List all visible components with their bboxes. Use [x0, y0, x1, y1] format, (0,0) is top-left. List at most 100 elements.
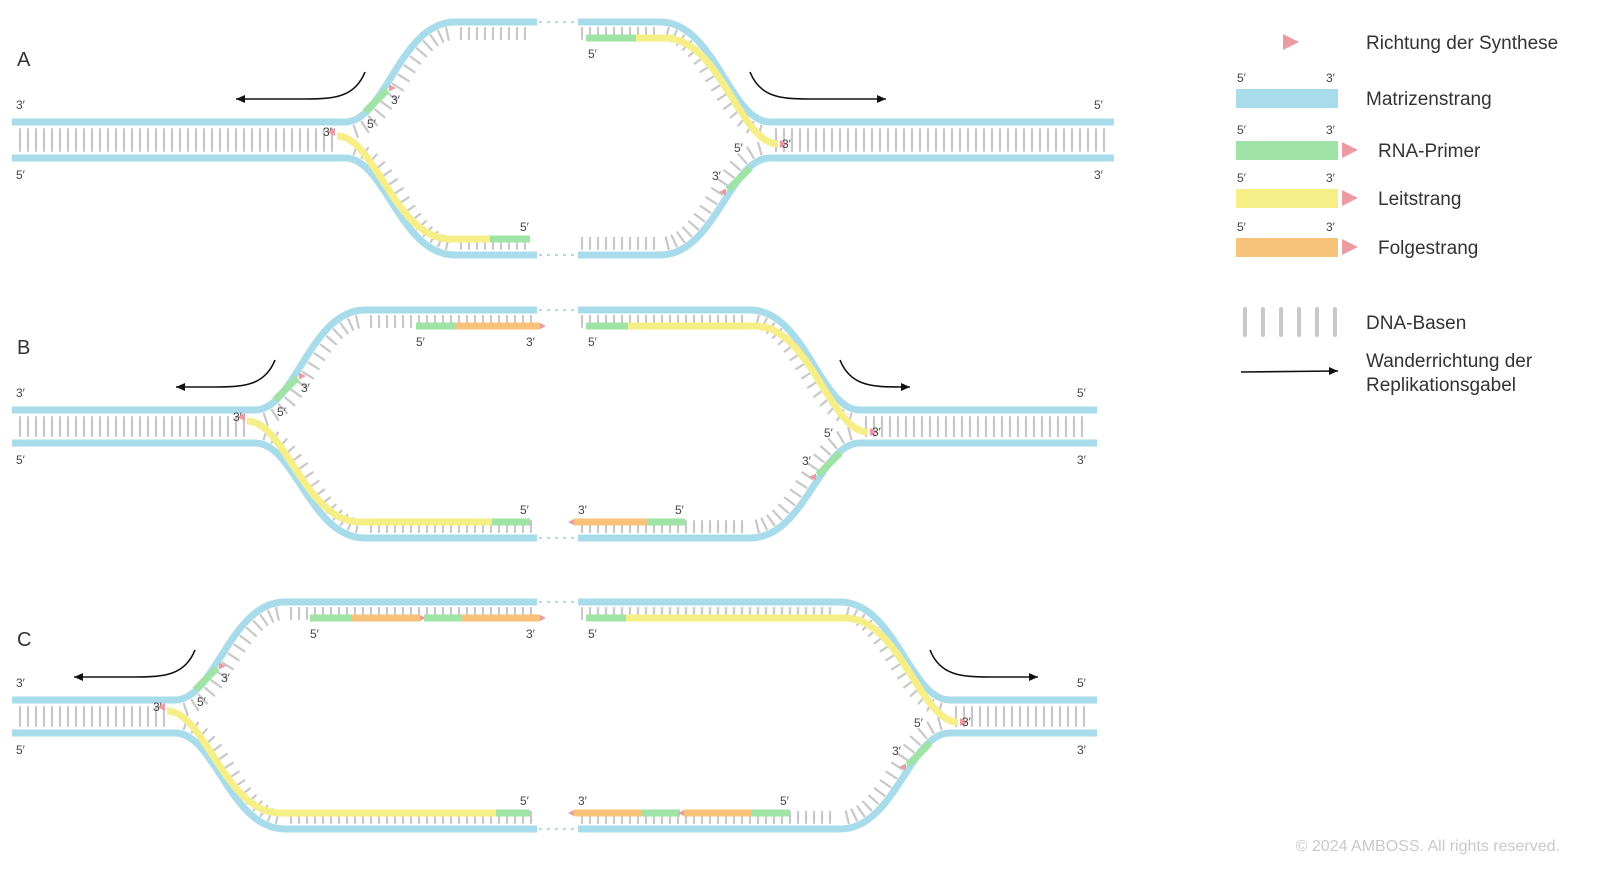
template-strand-bubble-top-right	[578, 306, 861, 414]
base-tick	[290, 388, 303, 398]
fork-arrow-head	[236, 95, 245, 103]
base-tick	[397, 73, 410, 83]
template-strand-bubble-bottom-left	[254, 439, 537, 542]
base-tick	[746, 146, 755, 159]
fork-arrow-shaft	[176, 359, 276, 388]
base-tick	[339, 322, 349, 335]
base-pairs-right	[864, 415, 1084, 438]
base-tick	[284, 396, 296, 407]
legend-3-end: 3′	[1326, 171, 1336, 185]
okazaki-top-3-end: 3′	[526, 627, 536, 641]
okazaki-bottom-3-end: 3′	[578, 503, 588, 517]
synthesis-arrowhead	[809, 473, 816, 481]
synthesis-arrowhead	[389, 84, 396, 92]
fork-arrow-shaft	[1240, 370, 1339, 373]
leading-strand-right	[636, 34, 779, 148]
base-tick	[301, 370, 315, 380]
legend-item: 5′3′Matrizenstrang	[1236, 71, 1492, 110]
synthesis-arrowhead-icon	[1342, 190, 1358, 206]
template-strand-bubble-top-right	[578, 598, 951, 704]
end-label-left-top: 3′	[16, 98, 26, 112]
base-tick	[856, 805, 866, 818]
base-tick	[403, 64, 416, 74]
base-tick	[757, 141, 763, 156]
base-tick	[262, 412, 269, 427]
end-label-right-top: 5′	[1077, 386, 1087, 400]
base-pairs-left	[18, 705, 166, 728]
synthesis-arrowhead	[157, 703, 165, 711]
okazaki-bottom-5-end: 5′	[675, 503, 685, 517]
bases-bubble-bottom-right	[580, 236, 656, 251]
base-tick	[325, 335, 338, 346]
bases-curve-bottom-right	[844, 716, 943, 825]
leading-left-5-end: 5′	[520, 220, 530, 234]
base-pairs-right	[774, 127, 1106, 153]
base-tick	[862, 800, 873, 812]
synthesis-arrowhead	[960, 718, 968, 726]
lagging-strand-icon	[1236, 238, 1338, 257]
synthesis-arrowhead-icon	[1342, 142, 1358, 158]
base-tick	[693, 213, 706, 223]
template-strand-bubble-top-right	[578, 18, 771, 126]
synthesis-arrowhead	[299, 372, 306, 380]
base-tick	[380, 100, 393, 110]
lagging-left-5-end: 5′	[367, 117, 377, 131]
base-tick	[670, 234, 678, 248]
base-tick	[355, 314, 360, 329]
end-label-left-bottom: 5′	[16, 453, 26, 467]
template-strand-bubble-bottom-left	[344, 154, 537, 259]
base-tick	[270, 408, 280, 422]
end-label-left-top: 3′	[16, 676, 26, 690]
base-tick	[239, 634, 252, 645]
base-tick	[847, 426, 853, 441]
base-pairs-left	[18, 415, 246, 438]
legend-label: DNA-Basen	[1366, 313, 1466, 334]
legend-item: 5′3′Leitstrang	[1236, 171, 1461, 210]
legend-label-line: RNA-Primer	[1378, 141, 1481, 162]
base-tick	[352, 124, 359, 139]
panel-b: B3′5′5′3′3′5′3′5′3′5′3′5′5′3′3′5′	[12, 306, 1097, 542]
synthesis-arrowhead	[870, 428, 878, 436]
base-tick	[295, 379, 309, 389]
base-tick	[737, 153, 748, 165]
lagging-left-5-end: 5′	[197, 695, 207, 709]
base-tick	[215, 670, 229, 680]
synthesis-arrowhead-icon	[1342, 239, 1358, 255]
base-tick	[245, 626, 258, 638]
base-tick	[252, 619, 263, 631]
base-tick	[766, 514, 776, 527]
template-strand-bubble-top-left	[254, 306, 537, 414]
fork-arrow-head	[1029, 673, 1038, 681]
legend: Richtung der Synthese 5′3′Matrizenstrang 5…	[1236, 33, 1558, 396]
base-tick	[415, 47, 428, 58]
fork-arrow-head	[1329, 367, 1338, 375]
lagging-left-3-end: 3′	[391, 93, 401, 107]
rna-primer-lagging-right	[905, 740, 933, 768]
base-tick	[879, 779, 892, 789]
base-tick	[204, 686, 216, 697]
base-tick	[723, 169, 735, 179]
fork-arrow-left	[236, 71, 366, 103]
base-tick	[360, 120, 370, 134]
panel-label: C	[17, 629, 31, 651]
base-tick	[903, 743, 915, 754]
base-tick	[681, 226, 693, 238]
base-tick	[850, 808, 858, 822]
base-tick	[182, 702, 189, 717]
synthesis-arrowhead	[780, 140, 788, 148]
leading-left-3-end: 3′	[233, 410, 243, 424]
end-label-left-bottom: 5′	[16, 168, 26, 182]
synthesis-arrowhead	[540, 323, 546, 329]
legend-3-end: 3′	[1326, 71, 1336, 85]
base-tick	[385, 91, 399, 101]
end-label-right-bottom: 3′	[1077, 453, 1087, 467]
panel-label: A	[17, 49, 31, 71]
fork-arrow-right	[929, 649, 1038, 681]
okazaki-top-3-end: 3′	[526, 335, 536, 349]
lagging-right-5-end: 5′	[824, 426, 834, 440]
fork-arrow-left	[176, 359, 276, 391]
base-tick	[926, 721, 935, 734]
template-strand-bubble-top-left	[174, 598, 537, 704]
legend-label-line: Richtung der Synthese	[1366, 33, 1558, 54]
